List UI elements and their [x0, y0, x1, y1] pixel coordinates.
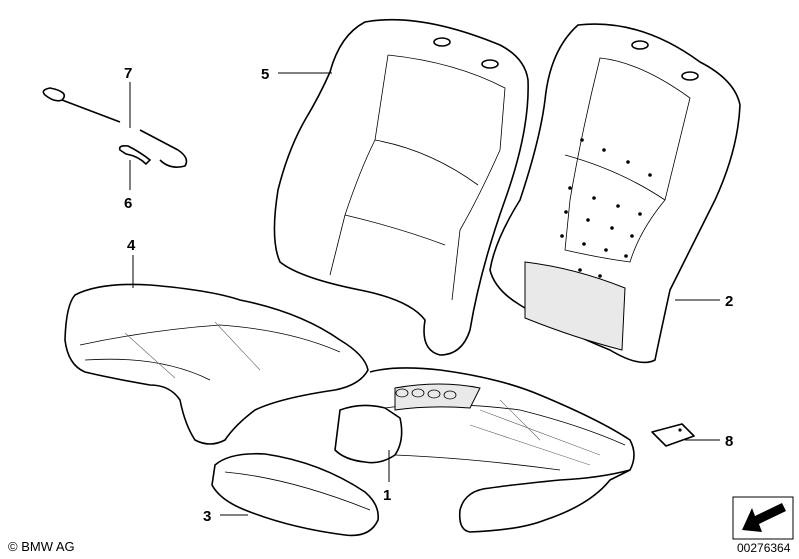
svg-text:4: 4: [127, 237, 136, 254]
callout-1: 1: [383, 450, 391, 504]
svg-text:6: 6: [124, 195, 132, 212]
callout-2: 2: [675, 293, 733, 310]
part-6-clip[interactable]: [118, 145, 152, 166]
callout-3: 3: [203, 508, 248, 525]
svg-text:7: 7: [124, 65, 132, 82]
part-3-front-bolster[interactable]: [211, 452, 380, 537]
part-1-seat-frame[interactable]: [334, 367, 635, 533]
pad-dots: [560, 138, 652, 278]
arrow-southwest-icon: [732, 496, 794, 540]
svg-text:3: 3: [203, 508, 211, 525]
copyright-text: © BMW AG: [8, 539, 75, 554]
part-5-backrest-cover[interactable]: [273, 18, 529, 356]
callout-7: 7: [124, 65, 132, 128]
document-number: 00276364: [737, 541, 791, 555]
callout-8: 8: [685, 433, 733, 450]
svg-text:2: 2: [725, 293, 733, 310]
svg-text:1: 1: [383, 487, 391, 504]
part-4-seat-cushion[interactable]: [64, 283, 369, 445]
part-7-wire[interactable]: [42, 87, 188, 168]
part-2-backrest-pad[interactable]: [489, 23, 741, 364]
svg-text:8: 8: [725, 433, 733, 450]
part-8-small-pad[interactable]: [651, 423, 695, 447]
callout-6: 6: [124, 160, 132, 212]
callout-5: 5: [261, 66, 332, 83]
callout-4: 4: [127, 237, 136, 288]
svg-text:5: 5: [261, 66, 269, 83]
